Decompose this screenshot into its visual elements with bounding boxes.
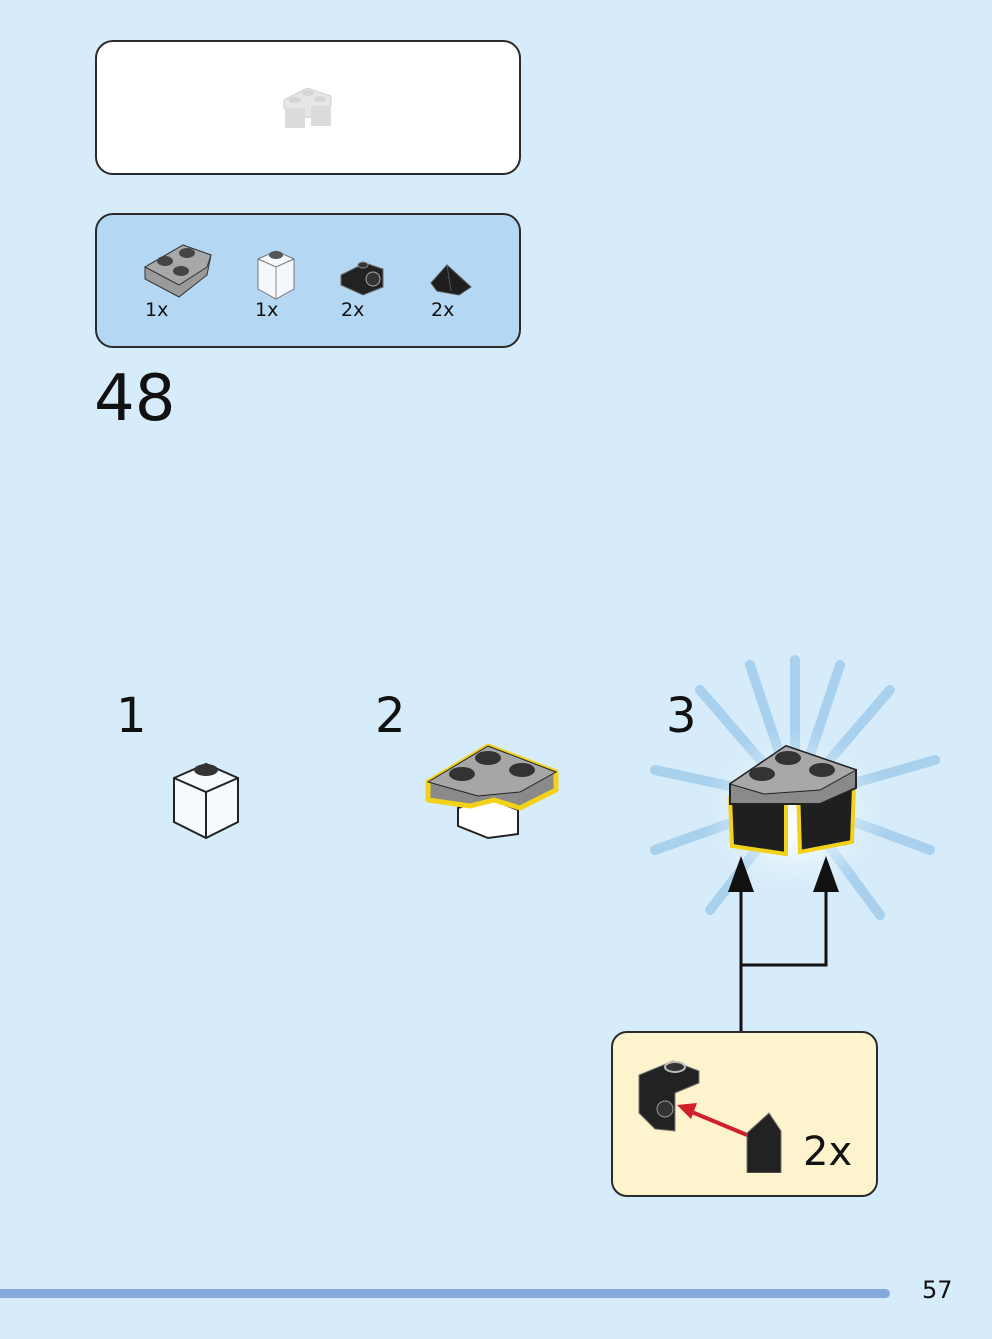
substep-number: 2: [375, 688, 406, 744]
sub-assembly-callout: 2x: [611, 1031, 878, 1197]
assembly-arrows: [728, 856, 839, 1032]
callout-quantity: 2x: [803, 1129, 853, 1175]
submodel-preview-box: [95, 40, 521, 175]
slope-part-icon: [430, 264, 472, 296]
wedge-plate-part-icon: [143, 244, 212, 298]
arrow-red-icon: [677, 1103, 697, 1119]
assembly-with-brackets-icon: [727, 744, 858, 857]
arrow-up-icon: [813, 856, 839, 892]
part-quantity: 2x: [431, 299, 455, 321]
substep-number: 1: [116, 688, 147, 744]
part-quantity: 2x: [341, 299, 365, 321]
faded-assembly-icon: [283, 87, 332, 128]
part-quantity: 1x: [145, 299, 169, 321]
bracket-slope-attach-icon: [638, 1060, 782, 1173]
substep-number: 3: [666, 688, 697, 744]
arrow-up-icon: [728, 856, 754, 892]
step-number: 48: [94, 362, 176, 436]
bracket-part-icon: [340, 261, 384, 296]
transparent-brick-icon: [173, 762, 239, 840]
parts-list-box: 1x 1x 2x 2x: [95, 213, 521, 348]
page-number: 57: [922, 1276, 953, 1304]
progress-bar: [0, 1289, 890, 1298]
wedge-plate-on-brick-icon: [425, 743, 559, 840]
transparent-brick-part-icon: [257, 250, 295, 300]
part-quantity: 1x: [255, 299, 279, 321]
